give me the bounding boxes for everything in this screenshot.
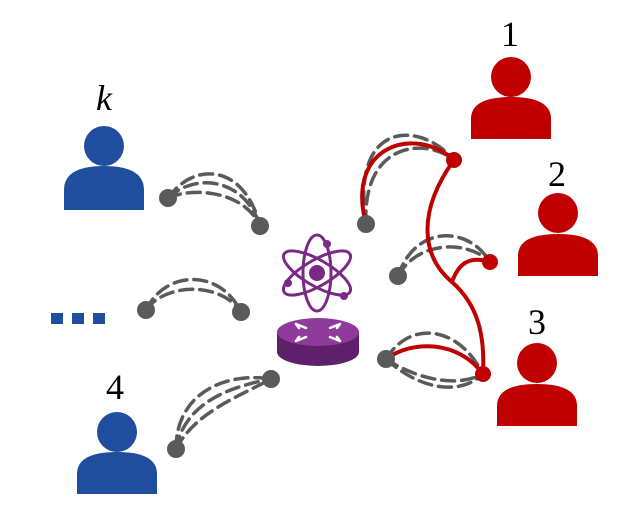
atom-icon bbox=[281, 233, 353, 313]
red-nodes bbox=[446, 152, 498, 382]
user-4-person-icon bbox=[77, 412, 157, 494]
user-k-label: k bbox=[96, 78, 112, 118]
user-2-person-icon bbox=[518, 193, 598, 276]
active-links bbox=[360, 141, 492, 376]
user-4-label: 4 bbox=[106, 367, 124, 407]
ellipsis-icon bbox=[51, 313, 105, 324]
user-k-person-icon bbox=[64, 126, 144, 210]
gray-nodes bbox=[137, 189, 407, 458]
user-1-label: 1 bbox=[501, 14, 519, 54]
user-2-label: 2 bbox=[548, 154, 566, 194]
user-1-person-icon bbox=[471, 57, 551, 139]
user-3-label: 3 bbox=[528, 302, 546, 342]
router-icon bbox=[277, 318, 359, 366]
user-3-person-icon bbox=[497, 343, 577, 426]
